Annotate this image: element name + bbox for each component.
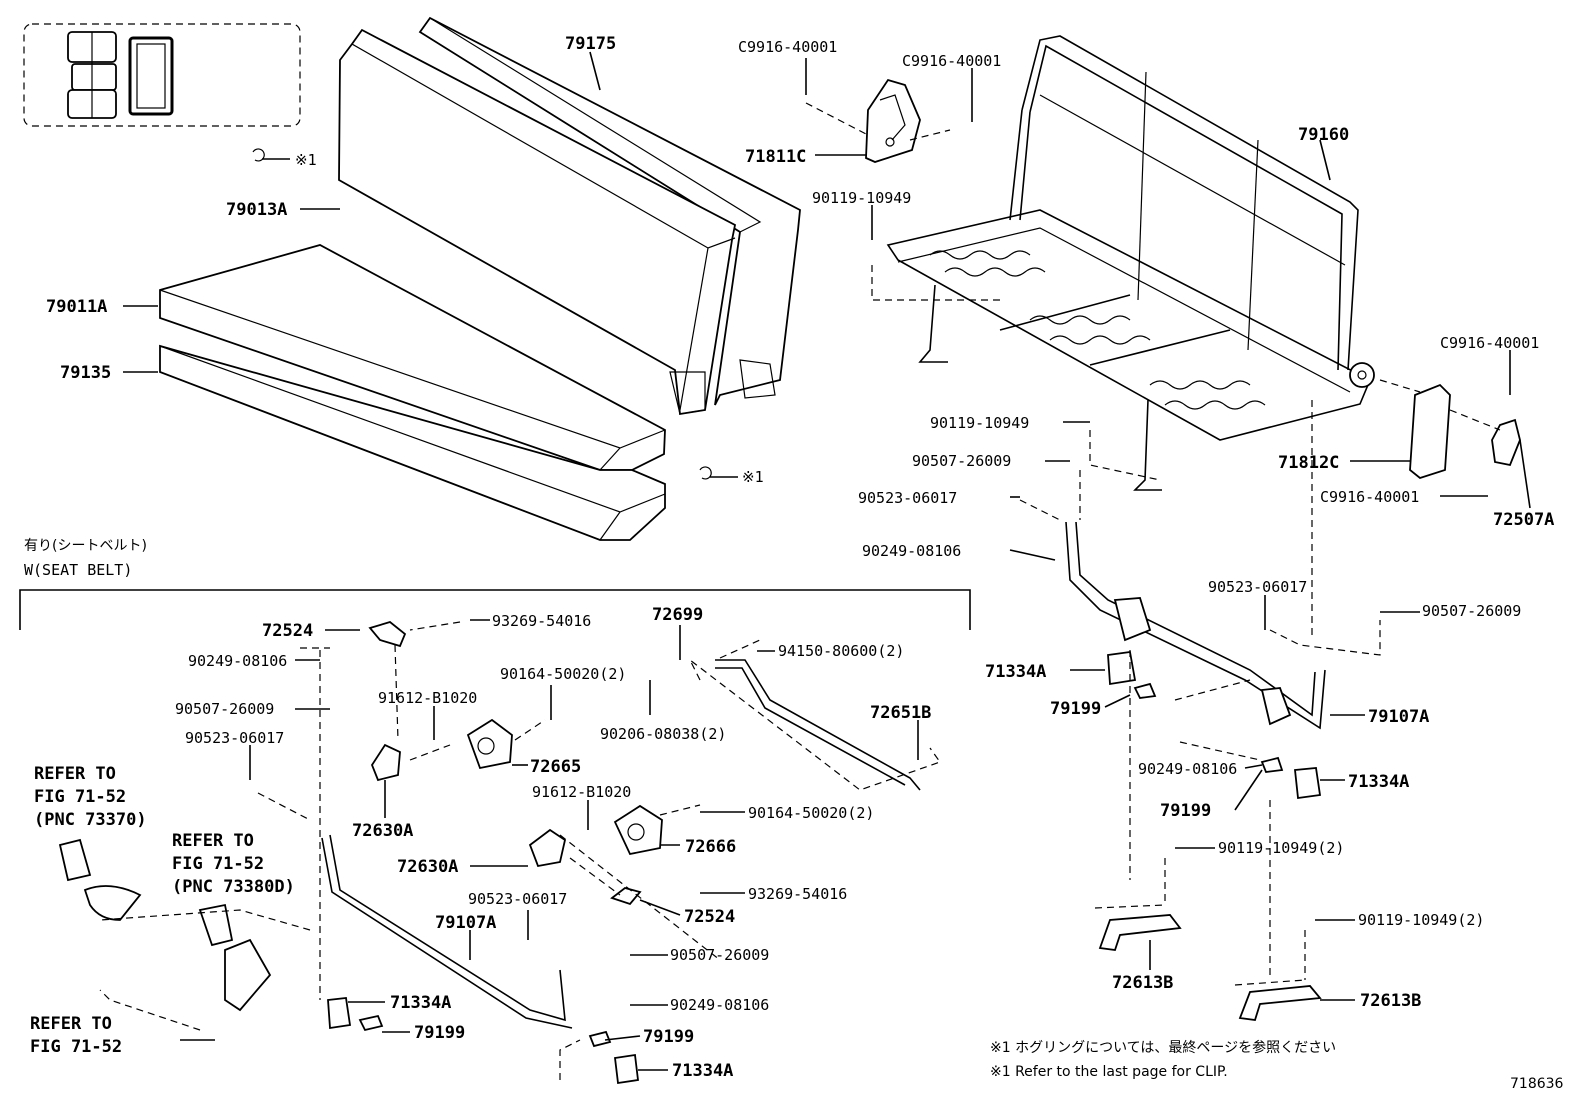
- label-72665: 72665: [530, 757, 581, 777]
- seatbelt-section-labels: 有り(シートベルト) W(SEAT BELT): [24, 538, 147, 579]
- label-71334A-b: 71334A: [1348, 772, 1409, 792]
- clip-mark-a: ※1: [295, 151, 317, 169]
- label-71334A-a: 71334A: [985, 662, 1046, 682]
- label-71812C: 71812C: [1278, 453, 1339, 473]
- part-number-labels: 79175 79013A 79011A 79135 ※1 ※1 C9916-40…: [46, 34, 1554, 1081]
- label-90507-d: 90507-26009: [670, 946, 769, 964]
- clip-mark-b: ※1: [742, 468, 764, 486]
- label-90249-d: 90249-08106: [670, 996, 769, 1014]
- label-c9916-c: C9916-40001: [1440, 334, 1539, 352]
- label-72507A: 72507A: [1493, 510, 1554, 530]
- label-72699: 72699: [652, 605, 703, 625]
- label-94150: 94150-80600(2): [778, 642, 904, 660]
- label-90119-2b: 90119-10949(2): [1358, 911, 1484, 929]
- label-79107A-a: 79107A: [1368, 707, 1429, 727]
- label-90507-c: 90507-26009: [175, 700, 274, 718]
- seatbelt-label-jp: 有り(シートベルト): [24, 538, 147, 554]
- label-c9916-d: C9916-40001: [1320, 488, 1419, 506]
- footnote-en: ※1 Refer to the last page for CLIP.: [990, 1064, 1228, 1080]
- label-90164-a: 90164-50020(2): [500, 665, 626, 683]
- label-72524-b: 72524: [684, 907, 735, 927]
- label-90249-b: 90249-08106: [1138, 760, 1237, 778]
- label-72630A-a: 72630A: [352, 821, 413, 841]
- seatbelt-label-en: W(SEAT BELT): [24, 561, 132, 579]
- label-72651B: 72651B: [870, 703, 931, 723]
- label-90206: 90206-08038(2): [600, 725, 726, 743]
- footnotes: ※1 ホグリングについては、最終ページを参照ください ※1 Refer to t…: [990, 1039, 1564, 1092]
- label-90164-b: 90164-50020(2): [748, 804, 874, 822]
- label-72613B-b: 72613B: [1360, 991, 1421, 1011]
- label-90523-c: 90523-06017: [185, 729, 284, 747]
- label-c9916-a: C9916-40001: [738, 38, 837, 56]
- label-79175: 79175: [565, 34, 616, 54]
- label-90119-2a: 90119-10949(2): [1218, 839, 1344, 857]
- label-79011A: 79011A: [46, 297, 107, 317]
- leader-lines: [123, 51, 1531, 1071]
- seat-cushions: [159, 16, 801, 541]
- assembly-lines: [99, 102, 1501, 1080]
- ref2-line1: REFER TO: [172, 831, 254, 851]
- label-79199-a: 79199: [1050, 699, 1101, 719]
- label-93269-b: 93269-54016: [748, 885, 847, 903]
- label-90523-a: 90523-06017: [858, 489, 957, 507]
- ref3-line1: REFER TO: [30, 1014, 112, 1034]
- label-79199-c: 79199: [414, 1023, 465, 1043]
- ref3-line2: FIG 71-52: [30, 1037, 122, 1057]
- label-91612-b: 91612-B1020: [532, 783, 631, 801]
- left-mechanism: [58, 621, 921, 1085]
- hinge-covers: [865, 78, 1521, 480]
- label-93269-a: 93269-54016: [492, 612, 591, 630]
- label-72666: 72666: [685, 837, 736, 857]
- label-90523-d: 90523-06017: [468, 890, 567, 908]
- label-79013A: 79013A: [226, 200, 287, 220]
- label-79199-d: 79199: [643, 1027, 694, 1047]
- label-72524-a: 72524: [262, 621, 313, 641]
- footnote-jp: ※1 ホグリングについては、最終ページを参照ください: [990, 1039, 1336, 1056]
- label-79199-b: 79199: [1160, 801, 1211, 821]
- label-71811C: 71811C: [745, 147, 806, 167]
- ref1-line3: (PNC 73370): [34, 810, 147, 830]
- label-71334A-d: 71334A: [672, 1061, 733, 1081]
- label-72613B-a: 72613B: [1112, 973, 1173, 993]
- figure-number: 718636: [1510, 1076, 1564, 1092]
- label-79135: 79135: [60, 363, 111, 383]
- fig-references: REFER TO FIG 71-52 (PNC 73370) REFER TO …: [30, 764, 295, 1057]
- ref1-line1: REFER TO: [34, 764, 116, 784]
- label-72630A-b: 72630A: [397, 857, 458, 877]
- label-90507-a: 90507-26009: [912, 452, 1011, 470]
- label-90249-c: 90249-08106: [188, 652, 287, 670]
- label-c9916-b: C9916-40001: [902, 52, 1001, 70]
- label-90249-a: 90249-08106: [862, 542, 961, 560]
- seat-frame: [886, 35, 1375, 491]
- label-90507-b: 90507-26009: [1422, 602, 1521, 620]
- brackets: [1098, 914, 1322, 1021]
- ref2-line3: (PNC 73380D): [172, 877, 295, 897]
- label-90523-b: 90523-06017: [1208, 578, 1307, 596]
- label-90119-b: 90119-10949: [930, 414, 1029, 432]
- ref1-line2: FIG 71-52: [34, 787, 126, 807]
- label-91612-a: 91612-B1020: [378, 689, 477, 707]
- label-90119-a: 90119-10949: [812, 189, 911, 207]
- label-79160: 79160: [1298, 125, 1349, 145]
- index-thumbnail: [23, 23, 301, 127]
- right-linkage: [1065, 521, 1326, 800]
- ref2-line2: FIG 71-52: [172, 854, 264, 874]
- label-79107A-b: 79107A: [435, 913, 496, 933]
- label-71334A-c: 71334A: [390, 993, 451, 1013]
- seatbelt-section-frame: [19, 589, 971, 630]
